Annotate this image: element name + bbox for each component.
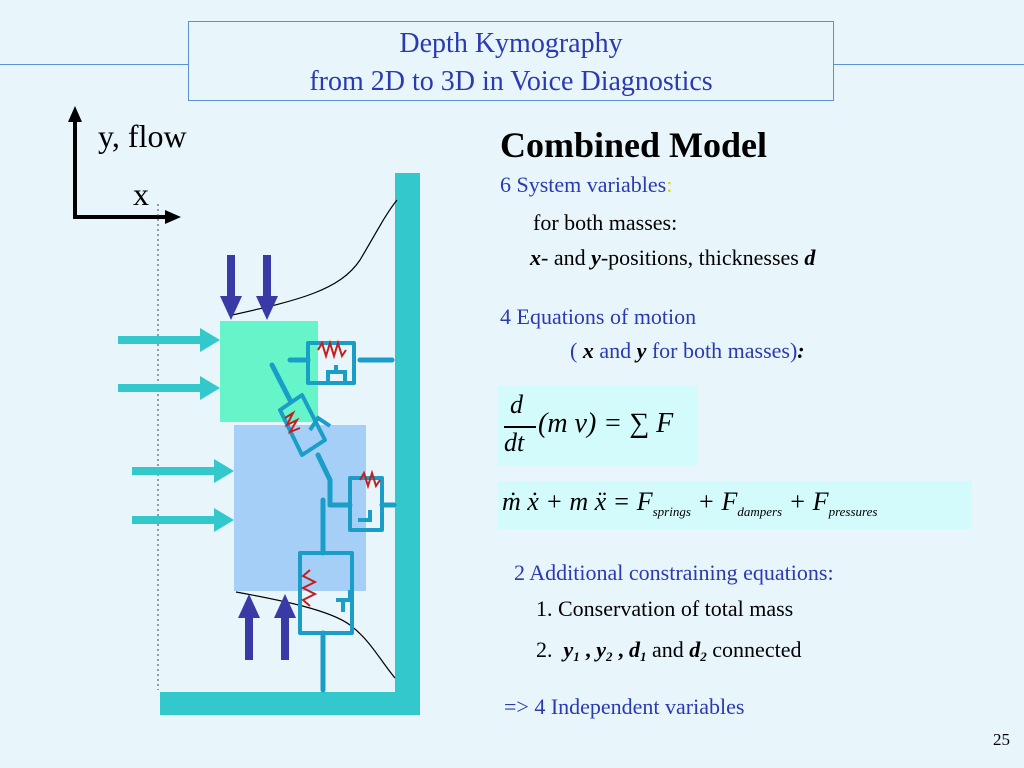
fraction-bar — [504, 426, 536, 428]
axis-arrows — [68, 106, 181, 224]
var-y: y — [591, 245, 601, 270]
equations-of-motion-sub: ( x and y for both masses): — [570, 338, 805, 364]
eq2-lhs: ṁ ẋ + m ẍ = F — [502, 487, 653, 516]
for-both-masses: for both masses: — [533, 210, 678, 235]
item2-num: 2. — [536, 637, 553, 662]
eq2-sub-pressures: pressures — [828, 504, 878, 519]
item2-and: and — [646, 637, 690, 662]
independent-variables: => 4 Independent variables — [504, 694, 745, 719]
equation-newton-box: d dt (m v) = ∑ F — [498, 386, 698, 466]
y-axis-label: y, flow — [98, 118, 187, 154]
system-variables-text: 6 System variables — [500, 172, 667, 197]
item2-s4: 2 — [700, 649, 707, 664]
equation-forces: ṁ ẋ + m ẍ = Fsprings + Fdampers + Fpress… — [502, 487, 878, 519]
upper-contour-curve — [231, 199, 398, 316]
item2-s1: 1 — [573, 649, 580, 664]
system-variables-line: 6 System variables: — [500, 172, 672, 198]
positions-line: x- and y-positions, thicknesses d — [530, 245, 815, 271]
eom-colon: : — [797, 338, 805, 363]
flow-arrows-down — [220, 255, 278, 320]
item2-sep1: , — [579, 637, 597, 662]
flow-arrows-up — [238, 594, 296, 660]
positions-mid: -positions, thicknesses — [600, 245, 805, 270]
eom-and: and — [593, 338, 637, 363]
upper-mass — [220, 321, 318, 422]
positions-dash-and: - and — [541, 245, 592, 270]
constraining-equations: 2 Additional constraining equations: — [514, 560, 834, 585]
item2-y2: y — [596, 637, 607, 662]
dampers — [308, 365, 372, 612]
item2-d2: d — [689, 637, 701, 662]
section-heading: Combined Model — [500, 125, 768, 165]
var-x: x — [530, 245, 541, 270]
wall-vertical — [395, 173, 420, 715]
pressure-arrows-left — [118, 328, 234, 532]
system-variables-colon: : — [666, 172, 673, 197]
item2-sep2: , — [612, 637, 630, 662]
springs — [284, 339, 381, 607]
constraint-item-1: 1. Conservation of total mass — [536, 596, 794, 621]
lower-contour-curve — [235, 591, 396, 679]
eq2-sub-springs: springs — [652, 504, 691, 519]
equation-newton-body: (m v) = ∑ F — [538, 408, 674, 439]
var-d: d — [804, 245, 816, 270]
equations-of-motion: 4 Equations of motion — [500, 304, 697, 329]
constraint-item-2: 2. y1 , y2 , d1 and d2 connected — [536, 637, 802, 664]
title-line-2: from 2D to 3D in Voice Diagnostics — [309, 66, 713, 97]
header-line-right — [834, 64, 1024, 65]
x-axis-label: x — [133, 176, 149, 212]
eq2-sub-dampers: dampers — [737, 504, 783, 519]
item2-d1: d — [629, 637, 641, 662]
item2-s2: 2 — [606, 649, 613, 664]
fraction-denominator: dt — [504, 428, 525, 457]
title-line-1: Depth Kymography — [399, 28, 623, 59]
wall-horizontal — [160, 692, 410, 715]
eom-open: ( — [570, 338, 583, 363]
item2-y1: y — [563, 637, 574, 662]
eom-x: x — [582, 338, 594, 363]
page-number: 25 — [993, 730, 1010, 749]
item2-s3: 1 — [640, 649, 647, 664]
item2-rest: connected — [706, 637, 802, 662]
eq2-plus1: + F — [690, 487, 738, 516]
eq2-plus2: + F — [782, 487, 829, 516]
eom-y: y — [636, 338, 647, 363]
slide-title: Depth Kymography from 2D to 3D in Voice … — [188, 21, 834, 101]
equation-forces-box: ṁ ẋ + m ẍ = Fsprings + Fdampers + Fpress… — [498, 481, 972, 529]
eom-rest: for both masses) — [646, 338, 798, 363]
fraction-numerator: d — [510, 390, 523, 419]
header-line-left — [0, 64, 188, 65]
